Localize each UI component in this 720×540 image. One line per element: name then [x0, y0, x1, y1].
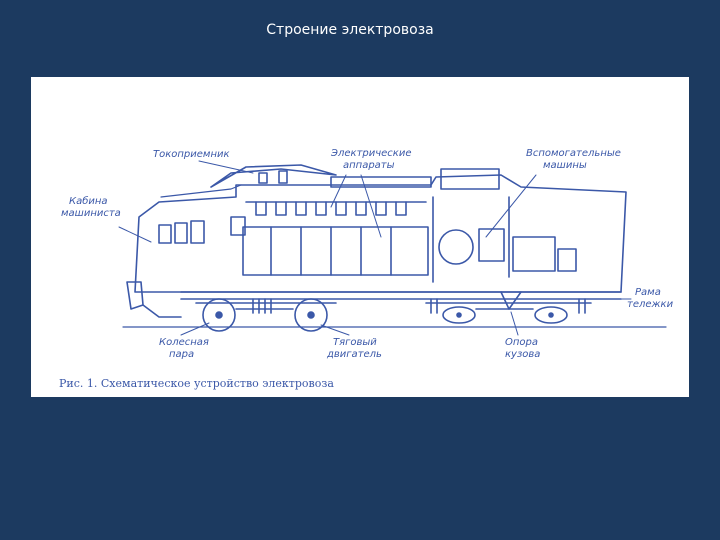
leader-apparatus-2 — [360, 174, 382, 238]
roof-box — [330, 176, 432, 188]
aux-roof-box — [440, 168, 500, 190]
wheel-front-1 — [202, 298, 236, 332]
aux-fan — [438, 229, 474, 265]
label-traction-motor-2: двигатель — [326, 349, 382, 360]
label-auxiliary-machines-2: машины — [543, 160, 587, 171]
apparatus-dividers — [270, 226, 392, 276]
pantograph — [210, 164, 337, 188]
leader-motor — [320, 324, 350, 336]
label-bogie-frame-1: Рама — [635, 287, 661, 298]
cab-window-1 — [158, 224, 172, 244]
leader-pantograph — [198, 160, 254, 174]
rear-springs — [430, 298, 586, 314]
wheel-rear-1-hub — [456, 312, 462, 318]
locomotive-diagram: Токоприемник Электрические аппараты Вспо… — [59, 148, 674, 390]
rear-bogie-frame — [425, 302, 592, 310]
wheel-front-1-hub — [215, 311, 223, 319]
label-driver-cab-1: Кабина — [69, 195, 108, 207]
aux-partition — [432, 196, 510, 283]
side-window — [230, 216, 246, 236]
label-traction-motor-1: Тяговый — [333, 337, 377, 348]
locomotive-body — [134, 174, 627, 293]
aux-motor — [512, 236, 556, 272]
cab-window-2 — [174, 222, 188, 244]
leader-cab — [118, 226, 152, 243]
wheel-rear-1 — [442, 306, 476, 324]
roof-rail — [160, 184, 242, 198]
label-wheelset-1: Колесная — [159, 337, 209, 348]
label-electrical-apparatus-1: Электрические — [330, 148, 412, 159]
apparatus-cabinet — [242, 226, 429, 276]
underframe — [180, 291, 622, 300]
front-springs — [252, 298, 272, 314]
cab-window-3 — [190, 220, 205, 244]
label-bogie-frame-2: тележки — [627, 299, 674, 310]
label-pantograph: Токоприемник — [153, 149, 230, 160]
wheel-front-2 — [294, 298, 328, 332]
aux-unit-2 — [557, 248, 577, 272]
label-electrical-apparatus-2: аппараты — [343, 160, 395, 171]
wheel-rear-2-hub — [548, 312, 554, 318]
wheel-rear-2 — [534, 306, 568, 324]
aux-unit-1 — [478, 228, 505, 262]
label-auxiliary-machines-1: Вспомогательные — [526, 148, 621, 159]
apparatus-cells — [255, 201, 407, 216]
leader-support — [510, 311, 519, 336]
body-support — [500, 291, 522, 310]
label-body-support-2: кузова — [505, 349, 540, 360]
roof-insulator-2 — [278, 170, 288, 184]
slide-title: Строение электровоза — [266, 22, 434, 38]
front-skirt — [142, 304, 182, 318]
label-body-support-1: Опора — [505, 337, 538, 348]
front-bogie-frame — [195, 302, 337, 310]
wheel-front-2-hub — [307, 311, 315, 319]
leader-auxiliary — [485, 174, 537, 238]
leader-wheelset — [180, 322, 210, 336]
locomotive-figure: Токоприемник Электрические аппараты Вспо… — [31, 77, 689, 397]
leader-apparatus-1 — [330, 174, 347, 208]
label-driver-cab-2: машиниста — [61, 208, 121, 219]
label-wheelset-2: пара — [169, 349, 194, 360]
roof-insulator-1 — [258, 172, 268, 184]
figure-caption: Рис. 1. Схематическое устройство электро… — [59, 377, 334, 390]
